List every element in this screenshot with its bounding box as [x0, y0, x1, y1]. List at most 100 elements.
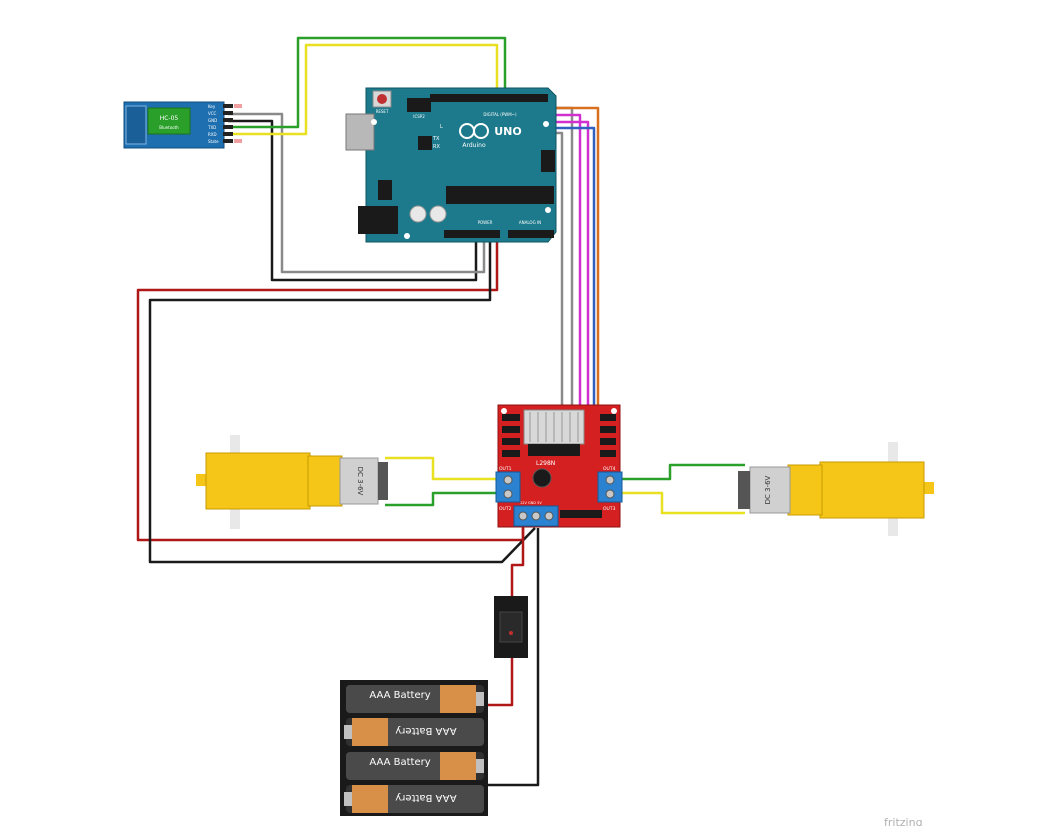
wire-hc05-txd	[228, 36, 507, 129]
battery-pack: AAA Battery AAA Battery AAA Battery AAA …	[340, 680, 488, 816]
usb-connector	[345, 113, 375, 151]
hc05-pin-tips	[234, 104, 242, 143]
hc05-header	[223, 104, 233, 143]
left-motor-label: DC 3-6V	[356, 467, 364, 496]
left-gear-motor: DC 3-6V	[196, 435, 388, 529]
l298n-label: L298N	[536, 460, 555, 467]
led-l-label: L	[440, 124, 443, 130]
l298n-out4-label: OUT4	[603, 466, 616, 472]
wire-hc05-gnd	[228, 119, 478, 282]
mount-hole	[501, 408, 507, 414]
terminal-screw	[544, 511, 554, 521]
terminal-screw	[605, 489, 615, 499]
motor-gearbox	[205, 452, 311, 510]
battery-cell: AAA Battery	[346, 685, 484, 713]
arduino-logo-infinity-right	[473, 123, 489, 139]
motor-gearbox-front	[307, 455, 343, 507]
led-tx-label: TX	[432, 136, 440, 142]
voltage-regulator	[378, 180, 392, 200]
analog-label: ANALOG IN	[519, 220, 541, 225]
led-rx-label: RX	[433, 144, 440, 150]
terminal-screw	[518, 511, 528, 521]
terminal-screw	[605, 475, 615, 485]
hc05-pin-label: RXD	[208, 132, 217, 137]
atmega-chip	[446, 186, 554, 204]
right-gear-motor: DC 3-6V	[738, 442, 934, 536]
l298n-capacitor	[532, 468, 552, 488]
terminal-screw	[503, 489, 513, 499]
hc05-pin	[223, 132, 233, 136]
l298n-out1-label: OUT1	[499, 466, 512, 472]
motor-endcap	[378, 462, 388, 500]
wire-hc05-rxd	[228, 43, 499, 136]
hc05-pin	[223, 118, 233, 122]
switch-rocker	[499, 611, 523, 643]
usb-chip	[418, 136, 432, 150]
mount-hole	[404, 233, 410, 239]
capacitor-1	[409, 205, 427, 223]
mount-hole	[611, 408, 617, 414]
l298n-input-header	[560, 510, 602, 518]
battery-label: AAA Battery	[369, 690, 430, 701]
analog-header	[508, 230, 554, 238]
arduino-logo-uno: UNO	[494, 125, 522, 138]
wire-switch-to-driver	[510, 528, 525, 600]
hc05-pin-label: State	[208, 139, 219, 144]
digital-header	[430, 94, 548, 102]
power-label: POWER	[478, 220, 493, 225]
terminal-screw	[503, 475, 513, 485]
terminal-screw	[531, 511, 541, 521]
mount-hole	[543, 121, 549, 127]
power-switch	[494, 596, 528, 658]
mount-hole	[545, 207, 551, 213]
hc05-pin-label: GND	[208, 118, 217, 123]
wire-hc05-vcc	[228, 112, 486, 274]
battery-label: AAA Battery	[369, 757, 430, 768]
mount-hole	[371, 119, 377, 125]
motor-body	[339, 457, 379, 505]
hc05-pin	[223, 104, 233, 108]
l298n-driver: L298N OUT1 OUT2 OUT3 OUT4 12V GND 5V	[495, 404, 623, 528]
right-motor-label: DC 3-6V	[764, 475, 772, 504]
capacitor-2	[429, 205, 447, 223]
heatsink-fins	[529, 412, 579, 442]
hc05-pin-label: Key	[208, 104, 216, 109]
wire-right-motor-b	[618, 491, 745, 515]
hc05-chip	[147, 107, 191, 135]
motor-gearbox-front	[787, 464, 823, 516]
hc05-pin-label: VCC	[208, 111, 217, 116]
l298n-diodes-left	[502, 414, 520, 457]
motor-endcap	[738, 471, 750, 509]
battery-cell: AAA Battery	[346, 752, 484, 780]
hc05-module: HC-05 Bluetooth Key VCC GND TXD RXD Stat…	[123, 101, 242, 149]
wire-battery-ground	[485, 528, 540, 787]
power-header	[444, 230, 500, 238]
wire-right-motor-a	[618, 463, 745, 481]
fritzing-watermark: fritzing	[884, 816, 923, 826]
wire-left-motor-b	[385, 491, 502, 507]
wire-left-motor-a	[385, 456, 502, 481]
hc05-subtitle: Bluetooth	[159, 125, 179, 130]
l298n-chip	[528, 444, 580, 456]
arduino-brand: Arduino	[462, 142, 486, 149]
battery-label: AAA Battery	[395, 725, 456, 736]
arduino-uno: RESET ICSP2 DIGITAL (PWM~) POWER ANALOG …	[345, 87, 557, 243]
hc05-pin-label: TXD	[207, 125, 216, 130]
l298n-diodes-right	[600, 414, 616, 457]
hc05-pin	[223, 125, 233, 129]
wire-battery-to-switch	[485, 655, 514, 707]
l298n-out3-label: OUT3	[603, 506, 616, 512]
reset-label: RESET	[376, 109, 389, 114]
switch-indicator	[509, 631, 513, 635]
wire-ground-black	[148, 240, 536, 564]
icsp-header	[541, 150, 555, 172]
reset-button-cap	[377, 94, 387, 104]
hc05-antenna	[125, 105, 147, 145]
icsp2-label: ICSP2	[413, 114, 425, 119]
l298n-out2-label: OUT2	[499, 506, 512, 512]
battery-cell: AAA Battery	[344, 718, 484, 746]
power-jack	[358, 206, 398, 234]
hc05-pins: Key VCC GND TXD RXD State	[207, 104, 219, 144]
battery-cell: AAA Battery	[344, 785, 484, 813]
